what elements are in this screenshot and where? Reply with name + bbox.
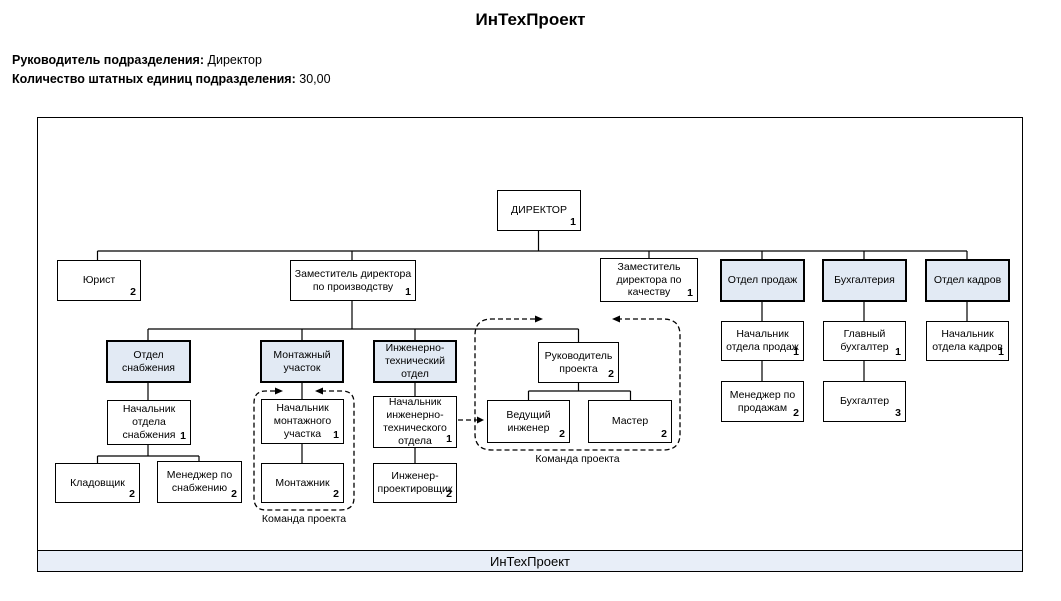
org-node-deputy-production: Заместитель директора по производству 1 [290,260,416,301]
node-count: 1 [446,433,452,446]
org-node-supply-manager: Менеджер по снабжению 2 [157,461,242,503]
node-count: 1 [405,286,411,299]
node-count: 1 [570,216,576,229]
org-node-lead-engineer: Ведущий инженер 2 [487,400,570,443]
node-count: 2 [130,286,136,299]
node-label: Главный бухгалтер [840,328,889,353]
node-label: Мастер [611,415,649,428]
node-label: Ведущий инженер [506,408,551,434]
staff-count-label: Количество штатных единиц подразделения: [12,72,296,86]
org-node-supply-head: Начальник отдела снабжения 1 [107,400,191,445]
department-head-line: Руководитель подразделения: Директор [12,53,262,67]
node-label: Менеджер по снабжению [166,469,233,494]
node-count: 2 [129,488,135,501]
node-label: Кладовщик [70,476,125,489]
node-count: 2 [333,488,339,501]
node-count: 2 [559,428,565,441]
org-node-sales-manager: Менеджер по продажам 2 [721,381,804,422]
node-count: 1 [180,430,186,443]
node-label: Начальник монтажного участка [273,402,332,440]
org-node-accounting-department: Бухгалтерия [822,259,907,302]
org-node-director: ДИРЕКТОР 1 [497,190,581,231]
org-node-engineering-head: Начальник инженерно-технического отдела … [373,396,457,448]
org-node-assembler: Монтажник 2 [261,463,344,503]
node-label: Монтажный участок [273,348,331,374]
dashed-arrowheads [275,315,620,424]
org-node-accountant: Бухгалтер 3 [823,381,906,422]
org-node-assembly-department: Монтажный участок [260,340,344,383]
node-count: 1 [793,346,799,359]
solid-connectors [96,231,968,463]
org-node-sales-department: Отдел продаж [720,259,805,302]
team-project-border [474,318,681,451]
arrowhead-left-icon [612,315,620,323]
org-node-sales-head: Начальник отдела продаж 1 [721,321,804,361]
node-count: 2 [608,368,614,381]
org-node-engineering-department: Инженерно-технический отдел [373,340,457,383]
node-label: ДИРЕКТОР [511,204,567,217]
team-assembly-border [253,390,355,511]
node-label: Инженер-проектировщик [377,470,453,495]
org-node-design-engineer: Инженер-проектировщик 2 [373,463,457,503]
node-label: Начальник отдела снабжения [122,403,176,441]
node-label: Бухгалтер [839,395,890,408]
node-count: 3 [895,407,901,420]
node-count: 2 [231,488,237,501]
org-node-lawyer: Юрист 2 [57,260,141,301]
node-count: 1 [895,346,901,359]
node-label: Начальник отдела продаж [726,328,799,353]
node-label: Отдел кадров [933,274,1002,287]
node-count: 2 [793,407,799,420]
node-label: Начальник инженерно-технического отдела [383,396,447,447]
team-project-caption: Команда проекта [535,453,620,465]
org-node-chief-accountant: Главный бухгалтер 1 [823,321,906,361]
org-node-master: Мастер 2 [588,400,672,443]
org-node-project-manager: Руководитель проекта 2 [538,342,619,383]
staff-count-value: 30,00 [299,72,331,86]
node-count: 2 [661,428,667,441]
node-label: Инженерно-технический отдел [384,342,446,380]
node-label: Отдел продаж [727,274,798,287]
arrowhead-left-icon [315,387,323,395]
node-count: 1 [687,287,693,300]
node-label: Заместитель директора по качеству [616,260,682,299]
node-label: Отдел снабжения [122,348,175,374]
arrowhead-right-icon [275,387,283,395]
footer-title-bar: ИнТехПроект [38,550,1022,571]
org-chart-frame: ИнТехПроект [37,117,1023,572]
org-node-assembly-head: Начальник монтажного участка 1 [261,399,344,444]
node-count: 1 [333,429,339,442]
staff-count-line: Количество штатных единиц подразделения:… [12,72,331,86]
team-assembly-caption: Команда проекта [261,513,347,525]
org-node-supply-department: Отдел снабжения [106,340,191,383]
node-count: 1 [998,346,1004,359]
arrowhead-right-icon [535,315,543,323]
footer-title: ИнТехПроект [490,553,570,569]
arrowhead-right-icon [477,416,484,424]
node-label: Бухгалтерия [834,274,895,287]
node-label: Юрист [82,274,116,287]
department-head-label: Руководитель подразделения: [12,53,205,67]
node-label: Начальник отдела кадров [932,328,1003,353]
org-node-hr-department: Отдел кадров [925,259,1010,302]
node-label: Менеджер по продажам [729,388,796,414]
node-count: 2 [446,488,452,501]
node-label: Заместитель директора по производству [294,267,412,293]
org-node-hr-head: Начальник отдела кадров 1 [926,321,1009,361]
org-node-storekeeper: Кладовщик 2 [55,463,140,503]
project-team-borders [253,318,681,511]
org-node-deputy-quality: Заместитель директора по качеству 1 [600,258,698,302]
department-head-value: Директор [207,53,262,67]
page-title: ИнТехПроект [475,10,586,29]
node-label: Руководитель проекта [544,349,613,375]
node-label: Монтажник [275,476,330,489]
